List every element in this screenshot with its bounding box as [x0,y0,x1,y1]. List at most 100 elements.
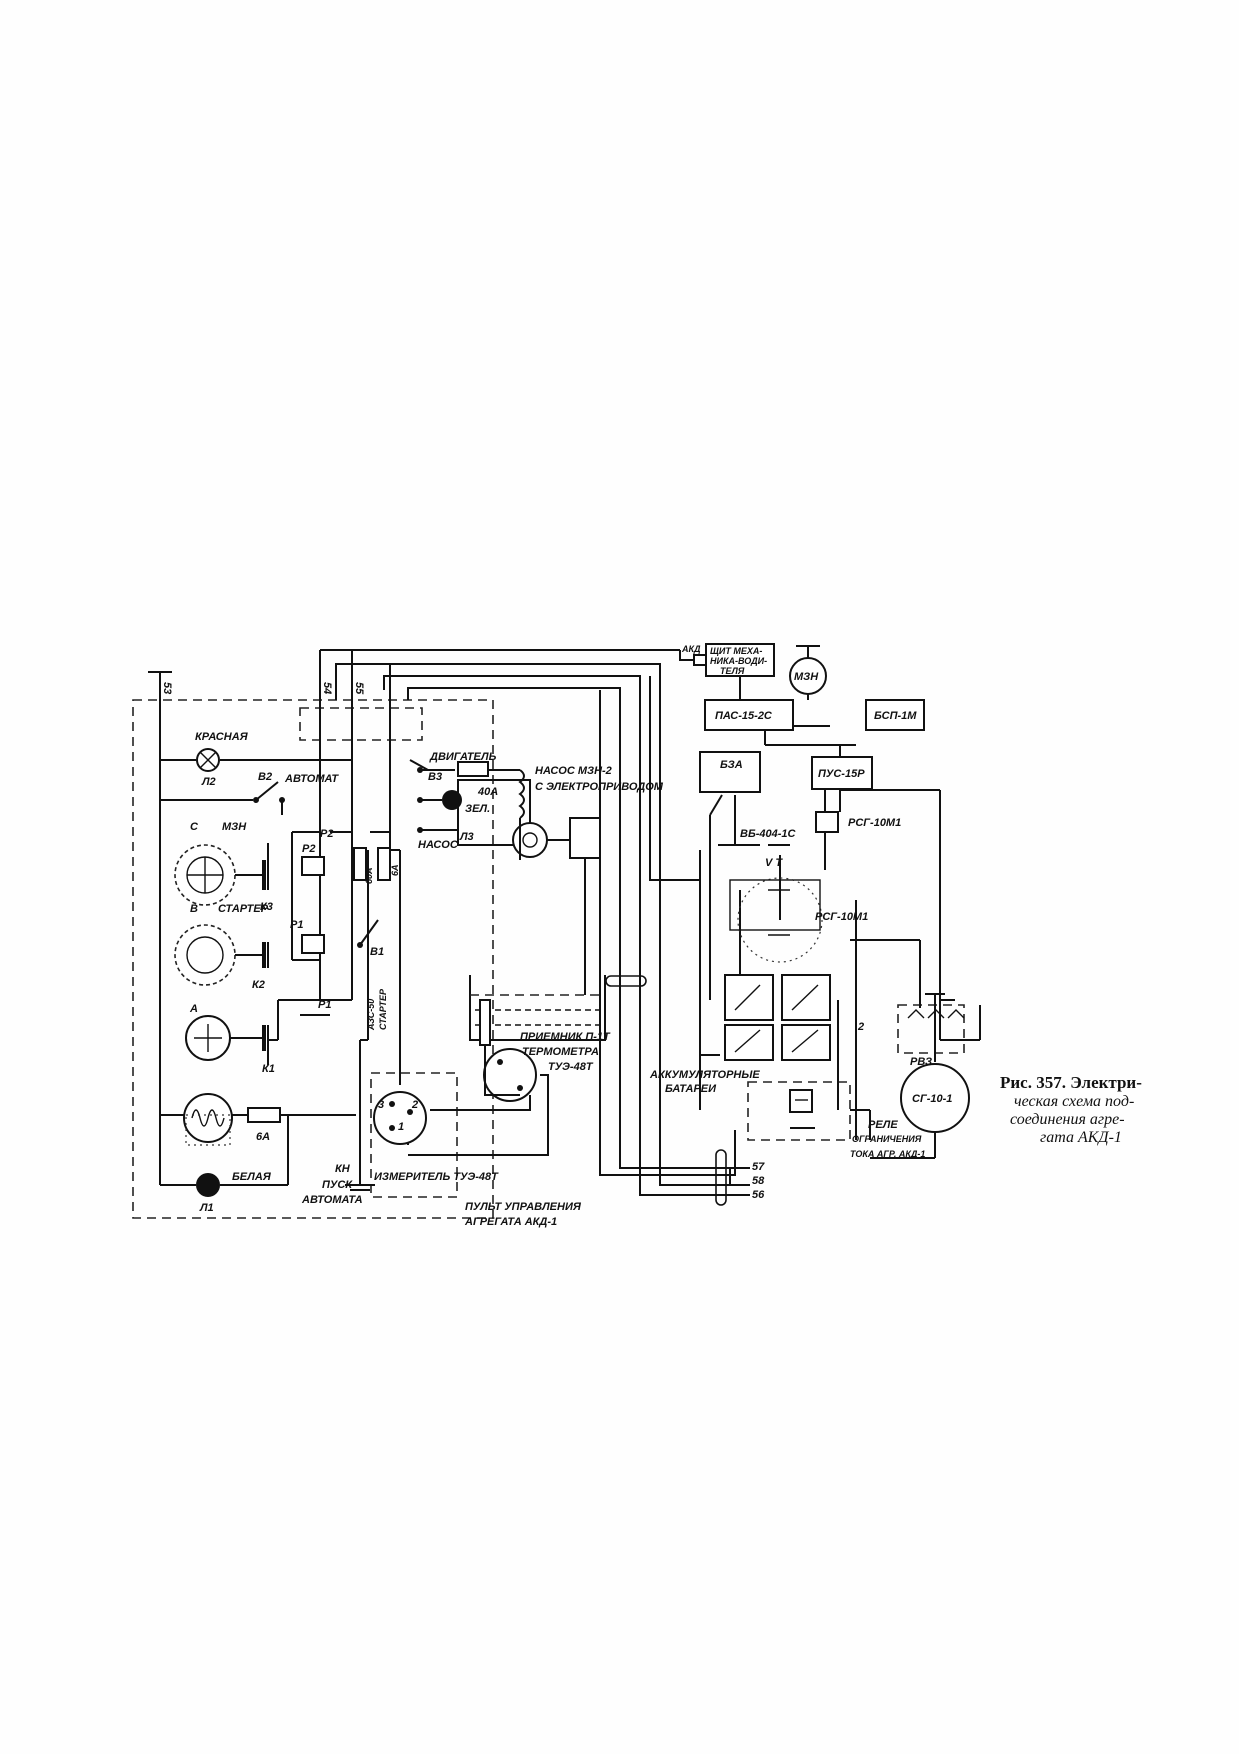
switch-b1 [357,919,379,948]
l3-label: Л3 [459,831,474,843]
bza-box [699,751,761,793]
akd-label: АКД [681,644,701,654]
k1-label: К1 [262,1063,275,1075]
pas-label: ПАС-15-2С [715,710,773,722]
automat-label: АВТОМАТ [284,773,339,785]
meter-gauge [373,1091,427,1145]
lamp-white [196,1173,220,1197]
wire-57-label: 57 [752,1161,765,1173]
kn-label: КН [335,1163,351,1175]
motor-b [174,924,236,986]
pump-label-2: С ЭЛЕКТРОПРИВОДОМ [535,781,664,793]
control-panel-enclosure [132,699,494,1219]
c-letter: С [190,821,199,833]
b3-label: В3 [428,771,442,783]
p2a-label: Р2 [320,828,333,840]
wire-53-label: 53 [161,682,173,694]
b1-label: В1 [370,946,384,958]
relay-label-2: ОГРАНИЧЕНИЯ [852,1134,922,1144]
fuse-40a-label: 40А [477,786,498,798]
rsg-top-box [815,811,839,833]
panel-label-2: АГРЕГАТА АКД-1 [464,1216,557,1228]
meter-3-label: 3 [378,1099,384,1111]
starter-label: СТАРТЕР [218,903,269,915]
receiver-label-3: ТУЭ-48Т [548,1061,594,1073]
pus-box [811,756,873,790]
relay-label-1: РЕЛЕ [868,1119,898,1131]
zel-label: ЗЕЛ. [465,803,490,815]
rvz-enclosure [897,1004,965,1054]
p1a-label: Р1 [290,919,303,931]
wire-2-label: 2 [857,1021,864,1033]
bsp-label: БСП-1М [874,710,917,722]
k3-label: К3 [260,901,273,913]
k2-label: К2 [252,979,265,991]
azs-starter-label: СТАРТЕР [378,988,388,1030]
contactor-k1 [230,1025,269,1051]
nasos-label: НАСОС [418,839,459,851]
contactor-k3 [235,860,269,890]
meter-1-label: 1 [398,1121,404,1133]
motor-bottom [183,1093,233,1146]
receiver-label-1: ПРИЕМНИК П-1Т [520,1031,611,1043]
shield-label-3: ТЕЛЯ [720,666,745,676]
akd-connector [693,643,775,677]
bat-label-1: АККУМУЛЯТОРНЫЕ [649,1069,760,1081]
rsg-mid-label: РСГ-10М1 [815,911,868,923]
switch-b2 [253,781,285,815]
batteries [724,974,831,1061]
meter-2-label: 2 [411,1099,418,1111]
connector-enclosure [299,707,423,741]
p2b-label: Р2 [302,843,315,855]
p1b-label: Р1 [318,999,331,1011]
current-relay [789,1089,815,1129]
engine-section [409,759,601,995]
caption-line-4: гата АКД-1 [1040,1129,1122,1146]
fuse-6a-top [377,847,391,881]
relay-p2 [300,831,325,876]
lamp-white-label: БЕЛАЯ [232,1171,272,1183]
relay-label-3: ТОКА АГР. АКД-1 [850,1149,925,1159]
pas-box [704,699,794,731]
caption-line-1: Рис. 357. Электри- [1000,1073,1142,1092]
fuse-60a [353,847,367,881]
lamp-red-label: КРАСНАЯ [195,731,249,743]
rsg-top-label: РСГ-10М1 [848,817,901,829]
azs-label: АЗС-50 [366,999,376,1031]
lamp-white-id: Л1 [199,1202,214,1214]
wire-54-label: 54 [321,682,333,694]
motor-a [185,1015,231,1061]
fuse-6a-bottom-label: 6А [256,1131,270,1143]
fuel-tank [469,975,606,1065]
lamp-red-id: Л2 [201,776,216,788]
bat-label-2: БАТАРЕИ [665,1083,717,1095]
switch-b2-label: В2 [258,771,272,783]
shield-label-1: ЩИТ МЕХА- [710,646,762,656]
a-letter: А [189,1003,198,1015]
lamp-red [196,748,220,772]
shield-label-2: НИКА-ВОДИ- [710,656,767,666]
wire-56-label: 56 [752,1189,765,1201]
receiver-p1t [408,1048,549,1156]
kn-automat-label: АВТОМАТА [301,1194,363,1206]
fuse-6a-top-label: 6А [390,864,400,876]
wire-58-label: 58 [752,1175,765,1187]
relay-p1 [300,934,330,1016]
caption-line-3: соединения агре- [1010,1111,1125,1128]
pump-label-1: НАСОС МЗН-2 [535,765,612,777]
contactor-k2 [235,942,269,968]
fuse-6a-bottom [247,1107,281,1123]
caption-line-2: ческая схема под- [1014,1093,1134,1110]
vt-label: V T [765,857,783,869]
generator [900,1063,970,1133]
mzn-small-label: МЗН [222,821,247,833]
relay-enclosure [747,1081,851,1141]
b-letter: В [190,903,198,915]
bza-label: БЗА [720,759,743,771]
receiver-label-2: ТЕРМОМЕТРА [522,1046,599,1058]
wire-55-label: 55 [353,682,365,695]
bsp-box [865,699,925,731]
vb-label: ВБ-404-1С [740,828,797,840]
